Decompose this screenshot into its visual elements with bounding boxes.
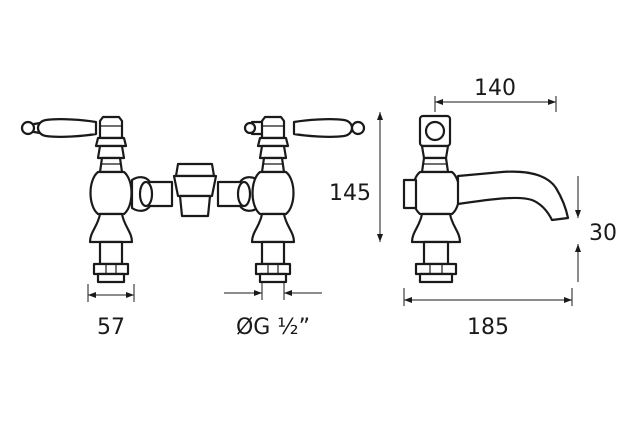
right-pillar-body: [251, 170, 295, 216]
dimension-lines: [87, 96, 581, 306]
right-lever-handle: [292, 118, 354, 138]
dim-pillar-width-label: 57: [97, 315, 125, 340]
side-bridge-stub: [402, 178, 418, 210]
dim-spout-height-label: 30: [589, 221, 617, 246]
bridge: [130, 162, 260, 218]
left-pillar-body: [89, 170, 133, 216]
left-lever-end-cap: [20, 120, 36, 136]
dim-reach-label: 140: [474, 76, 516, 101]
right-cap-top: [260, 115, 286, 140]
central-spout: [174, 162, 216, 178]
left-pillar-shroud: [88, 212, 134, 244]
left-lever-handle: [36, 118, 98, 138]
side-view: [402, 114, 570, 284]
dim-height-label: 145: [329, 181, 371, 206]
right-pillar: [243, 115, 366, 284]
left-cap-top: [98, 115, 124, 140]
dim-thread-label: ØG ½”: [236, 315, 310, 340]
side-pillar-body: [411, 170, 461, 216]
right-pillar-shroud: [250, 212, 296, 244]
left-pillar: [20, 115, 134, 284]
dim-depth-label: 185: [467, 315, 509, 340]
front-view: [20, 115, 366, 284]
side-spout: [456, 170, 570, 222]
right-lever-end-cap: [350, 120, 366, 136]
